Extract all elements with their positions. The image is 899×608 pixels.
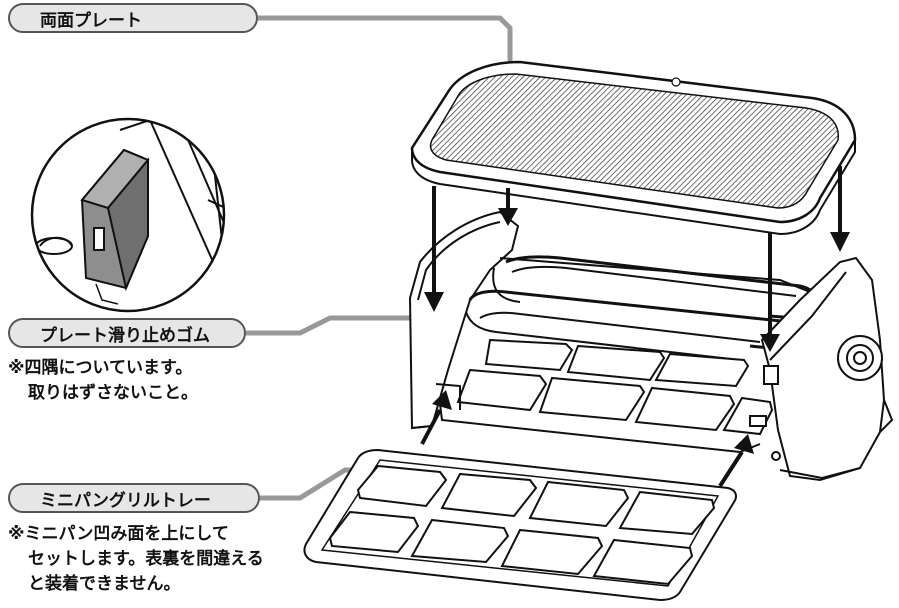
mini-pan-grill-tray	[303, 448, 737, 602]
note-rubber-line2: 取りはずさないこと。	[28, 383, 198, 403]
double-sided-plate	[410, 60, 857, 236]
rubber-foot-icon	[80, 148, 150, 292]
rubber-foot-inset	[30, 117, 226, 313]
assembly-arrows	[420, 166, 850, 488]
note-mini-pan-tray: ※ミニパン凹み面を上にして セットします。表裏を間違える と装着できません。	[8, 522, 264, 597]
note-tray-line1: ※ミニパン凹み面を上にして	[8, 524, 229, 544]
note-tray-line3: と装着できません。	[28, 574, 181, 594]
note-plate-rubber: ※四隅についています。 取りはずさないこと。	[8, 356, 198, 406]
label-double-sided-plate: 両面プレート	[8, 3, 258, 33]
label-mini-pan-tray: ミニパングリルトレー	[8, 483, 260, 513]
label-plate-rubber: プレート滑り止めゴム	[8, 318, 246, 348]
base-unit	[408, 210, 894, 482]
note-rubber-line1: ※四隅についています。	[8, 358, 193, 378]
note-tray-line2: セットします。表裏を間違える	[28, 549, 264, 569]
